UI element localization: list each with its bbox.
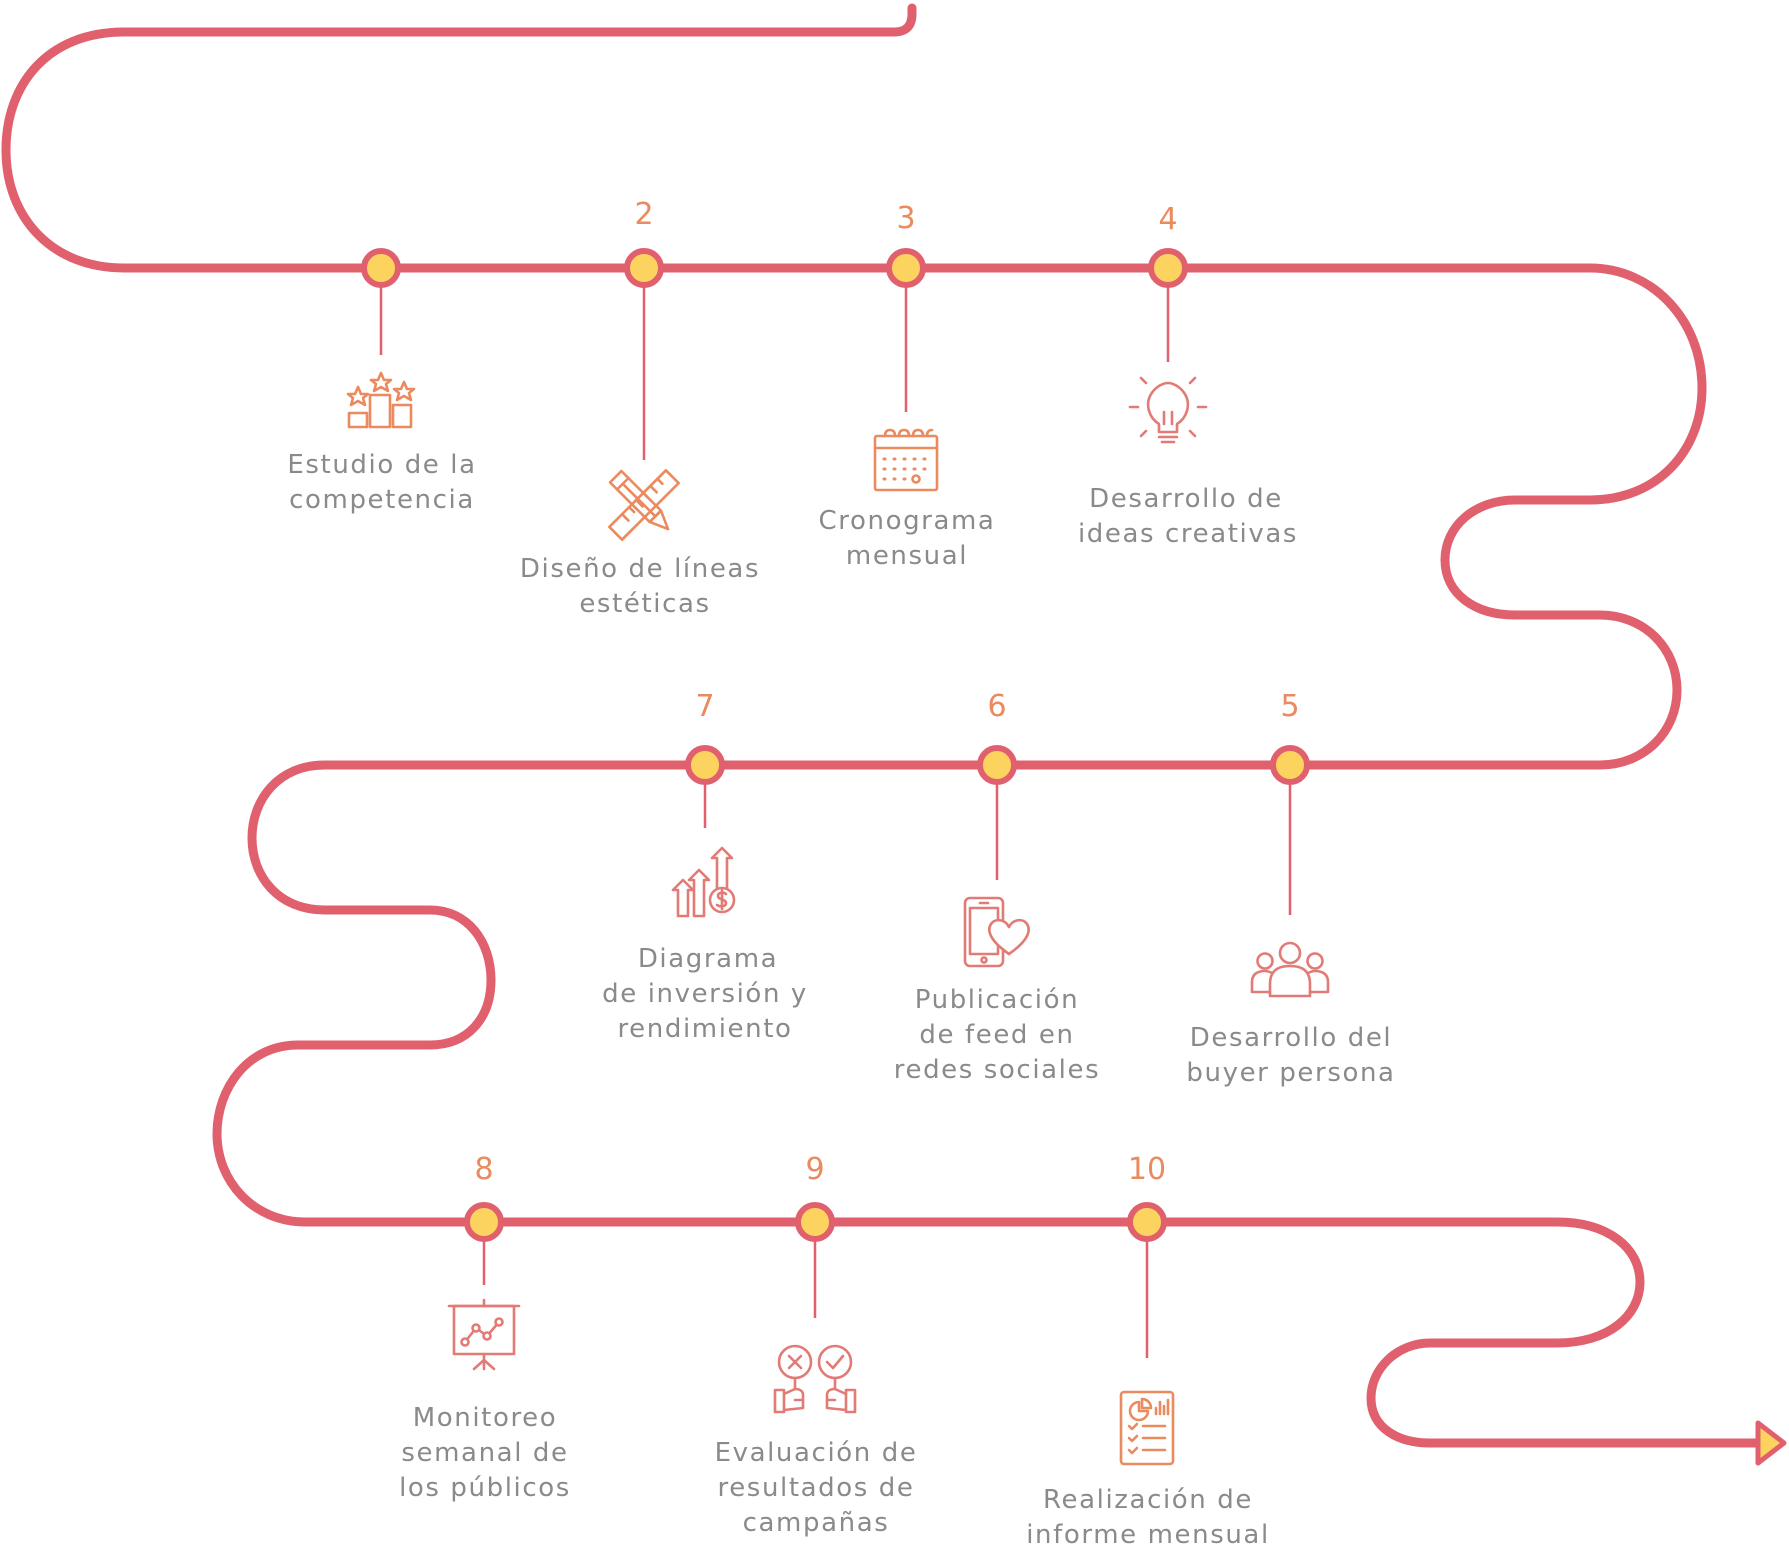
timeline-arrow-icon <box>1755 1420 1787 1466</box>
step-number-8: 8 <box>474 1152 493 1187</box>
node-8 <box>464 1202 504 1242</box>
step-label-line: Publicación <box>915 985 1079 1015</box>
node-2 <box>624 248 664 288</box>
step-label-5: Desarrollo del buyer persona <box>1186 1023 1395 1088</box>
step-label-6: Publicación de feed en redes sociales <box>894 985 1101 1085</box>
step-label-9: Evaluación de resultados de campañas <box>715 1438 918 1538</box>
step-label-line: Desarrollo de <box>1089 484 1283 514</box>
investment-arrows-icon <box>671 846 736 918</box>
ruler-pencil-icon <box>608 469 680 541</box>
timeline-path <box>1 3 1761 1448</box>
lightbulb-icon <box>1128 376 1208 444</box>
step-label-line: informe mensual <box>1026 1520 1270 1550</box>
step-label-line: Estudio de la <box>287 450 476 480</box>
node-5 <box>1270 745 1310 785</box>
step-label-7: Diagrama de inversión y rendimiento <box>602 944 808 1044</box>
step-label-line: resultados de <box>717 1473 914 1503</box>
node-4 <box>1148 248 1188 288</box>
approve-reject-icon <box>773 1344 857 1414</box>
step-number-9: 9 <box>805 1152 824 1187</box>
node-9 <box>795 1202 835 1242</box>
step-number-6: 6 <box>987 689 1006 724</box>
step-label-line: rendimiento <box>617 1014 792 1044</box>
node-1 <box>361 248 401 288</box>
step-label-line: Diseño de líneas <box>520 554 760 584</box>
node-10 <box>1127 1202 1167 1242</box>
step-number-2: 2 <box>634 197 653 232</box>
step-label-line: de inversión y <box>602 979 808 1009</box>
step-label-line: Cronograma <box>819 506 996 536</box>
step-number-10: 10 <box>1128 1152 1166 1187</box>
step-label-3: Cronograma mensual <box>819 506 996 571</box>
connectors <box>379 285 1292 1358</box>
presentation-board-icon <box>447 1298 521 1371</box>
step-number-3: 3 <box>896 201 915 236</box>
step-label-2: Diseño de líneas estéticas <box>520 554 760 619</box>
step-label-line: Evaluación de <box>715 1438 918 1468</box>
step-number-4: 4 <box>1158 202 1177 237</box>
step-number-5: 5 <box>1280 689 1299 724</box>
node-6 <box>977 745 1017 785</box>
step-label-line: buyer persona <box>1186 1058 1395 1088</box>
step-label-line: de feed en <box>919 1020 1074 1050</box>
calendar-icon <box>873 428 939 492</box>
user-group-icon <box>1250 941 1330 998</box>
step-label-line: los públicos <box>399 1473 571 1503</box>
step-label-line: semanal de <box>401 1438 568 1468</box>
step-label-1: Estudio de la competencia <box>287 450 476 515</box>
node-7 <box>685 745 725 785</box>
step-label-line: estéticas <box>579 589 710 619</box>
step-label-4: Desarrollo de ideas creativas <box>1078 484 1298 549</box>
podium-stars-icon <box>346 371 416 429</box>
phone-heart-icon <box>963 896 1030 968</box>
step-label-line: campañas <box>743 1508 890 1538</box>
step-label-8: Monitoreo semanal de los públicos <box>399 1403 571 1503</box>
step-label-line: redes sociales <box>894 1055 1101 1085</box>
step-label-line: mensual <box>846 541 968 571</box>
step-label-line: competencia <box>289 485 475 515</box>
step-label-line: Desarrollo del <box>1190 1023 1393 1053</box>
step-label-line: ideas creativas <box>1078 519 1298 549</box>
step-label-10: Realización de informe mensual <box>1026 1485 1270 1550</box>
timeline-nodes <box>361 248 1310 1242</box>
report-checklist-icon <box>1119 1390 1175 1466</box>
step-number-7: 7 <box>695 689 714 724</box>
step-label-line: Diagrama <box>638 944 778 974</box>
step-label-line: Monitoreo <box>413 1403 558 1433</box>
step-label-line: Realización de <box>1043 1485 1253 1515</box>
node-3 <box>886 248 926 288</box>
